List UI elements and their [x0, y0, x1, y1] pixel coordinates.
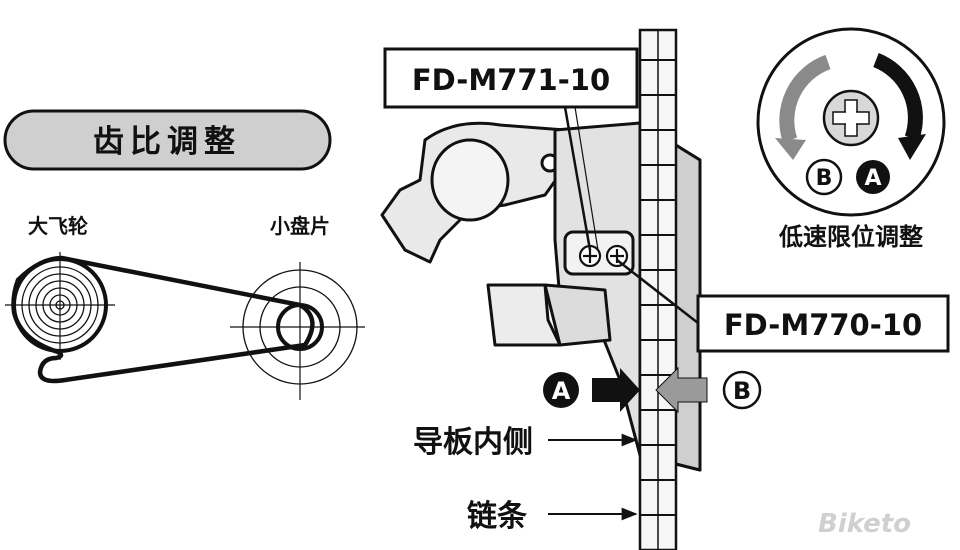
- marker-b-main-label: B: [733, 377, 751, 405]
- chain-icon: [638, 28, 678, 550]
- title-pill: 齿比调整: [3, 109, 332, 171]
- chain-loop-icon: [11, 255, 315, 384]
- dial-marker-a-label: A: [864, 166, 881, 191]
- limit-dial: B A: [756, 27, 946, 217]
- screw-head-icon: [822, 89, 880, 147]
- cage-inner-label: 导板内侧: [413, 425, 533, 460]
- model-label-bottom: FD-M770-10: [724, 308, 922, 342]
- dial-marker-b: B: [805, 158, 843, 196]
- cassette-icon: [5, 252, 115, 360]
- chain-label: 链条: [467, 499, 527, 534]
- limit-screw-icon: [578, 244, 629, 268]
- model-callout-top: FD-M771-10: [383, 47, 639, 251]
- model-label-top: FD-M771-10: [412, 63, 610, 97]
- title-pill-label: 齿比调整: [93, 124, 241, 160]
- limit-dial-caption: 低速限位调整: [778, 223, 923, 251]
- big-gear-label: 大飞轮: [28, 214, 88, 238]
- ccw-arrow-icon: [779, 54, 831, 143]
- marker-b-main: B: [722, 370, 762, 410]
- left-gear-diagram: 大飞轮 小盘片: [5, 214, 365, 400]
- marker-a-main: A: [543, 372, 579, 408]
- marker-a-main-label: A: [552, 377, 571, 405]
- arrow-a-icon: [592, 368, 640, 412]
- cw-arrow-icon: [872, 53, 923, 141]
- dial-marker-a: A: [856, 160, 890, 194]
- dial-marker-b-label: B: [816, 166, 833, 191]
- chainring-icon: [230, 262, 365, 400]
- arrow-b-icon: [655, 366, 708, 414]
- small-chainring-label: 小盘片: [270, 214, 330, 238]
- watermark: Biketo: [818, 509, 911, 539]
- model-callout-bottom: FD-M770-10: [616, 259, 950, 353]
